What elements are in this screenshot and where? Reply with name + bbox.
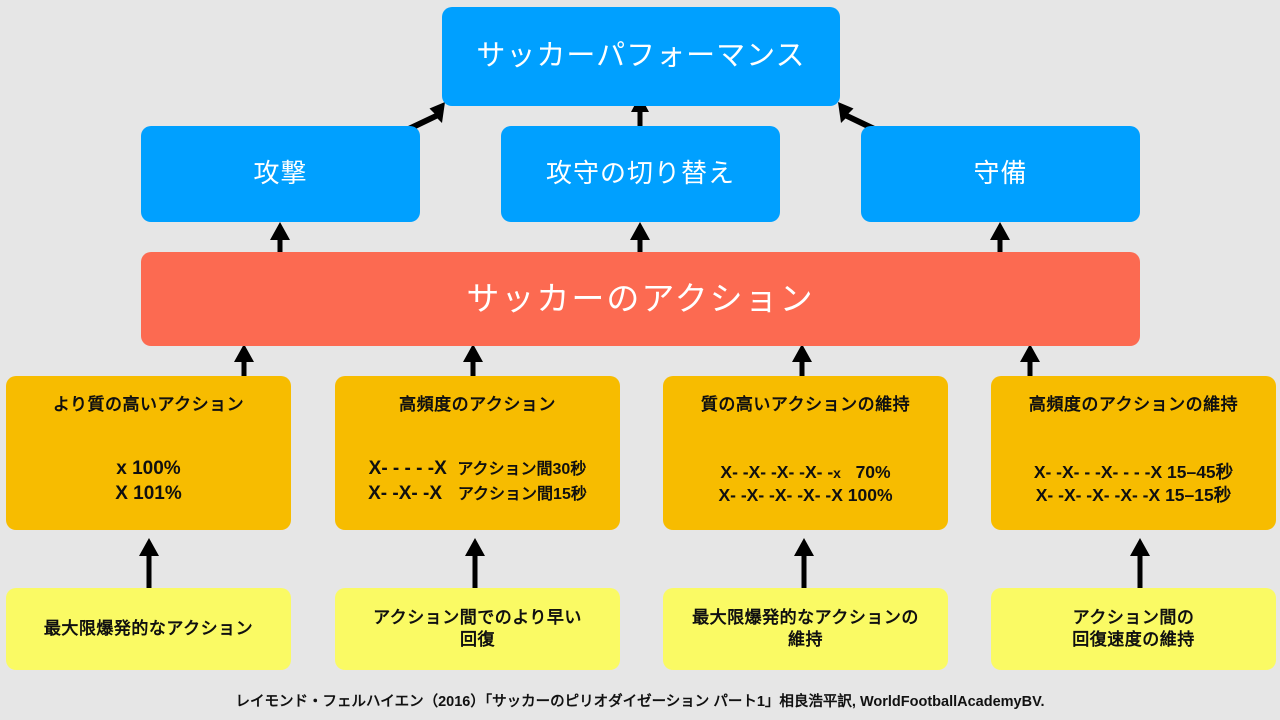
node-quality-3-lines: X- -X- -X- -X- -x 70% X- -X- -X- -X- -X … — [669, 461, 942, 506]
node-base-3-label: 最大限爆発的なアクションの維持 — [692, 608, 919, 649]
arrow-quality-3-to-action — [790, 344, 814, 376]
node-phase-attack[interactable]: 攻撃 — [141, 126, 420, 222]
arrow-action-to-phase-3 — [988, 222, 1012, 255]
arrow-base-3-to-quality-3 — [792, 538, 816, 588]
node-base-1-label: 最大限爆発的なアクション — [43, 619, 254, 639]
node-quality-3-line-2-pattern: X- -X- -X- -X- -X — [718, 484, 843, 505]
source-caption: レイモンド・フェルハイエン（2016）「サッカーのピリオダイゼーション パート1… — [235, 694, 1045, 710]
arrow-base-4-to-quality-4 — [1128, 538, 1152, 588]
node-quality-4-title: 高頻度のアクションの維持 — [1028, 395, 1239, 414]
node-quality-4-lines: X- -X- - -X- - - -X 15–45秒 X- -X- -X- -X… — [997, 461, 1270, 506]
node-phase-transition[interactable]: 攻守の切り替え — [501, 126, 780, 222]
node-phase-defense-label: 守備 — [973, 158, 1028, 189]
node-soccer-performance[interactable]: サッカーパフォーマンス — [442, 7, 840, 106]
node-phase-transition-label: 攻守の切り替え — [545, 158, 735, 189]
node-quality-2-line-1: X- - - - -X アクション間30秒 — [341, 457, 614, 481]
node-base-faster-recovery-between-actions[interactable]: アクション間でのより早い回復 — [335, 588, 620, 670]
node-quality-higher-quality-action[interactable]: より質の高いアクション x 100% X 101% — [6, 376, 291, 530]
node-quality-2-line-1-pattern: X- - - - -X — [368, 458, 447, 480]
arrow-quality-2-to-action — [461, 344, 485, 376]
arrow-action-to-phase-1 — [268, 222, 292, 255]
node-soccer-action[interactable]: サッカーのアクション — [141, 252, 1140, 346]
node-quality-4-line-1: X- -X- - -X- - - -X 15–45秒 — [997, 461, 1270, 483]
arrow-phase-3-to-top — [836, 100, 880, 132]
node-quality-2-line-2-note: アクション間15秒 — [457, 485, 587, 503]
node-quality-3-line-2: X- -X- -X- -X- -X 100% — [669, 484, 942, 506]
node-quality-high-frequency-action[interactable]: 高頻度のアクション X- - - - -X アクション間30秒 X- -X- -… — [335, 376, 620, 530]
arrow-base-1-to-quality-1 — [137, 538, 161, 588]
node-quality-4-line-1-note: 15–45秒 — [1167, 462, 1234, 483]
arrow-quality-4-to-action — [1018, 344, 1042, 376]
arrow-phase-2-to-top — [628, 95, 652, 127]
arrow-base-2-to-quality-2 — [463, 538, 487, 588]
node-base-maintain-maximal-explosive-action[interactable]: 最大限爆発的なアクションの維持 — [663, 588, 948, 670]
node-quality-maintain-high-quality-action[interactable]: 質の高いアクションの維持 X- -X- -X- -X- -x 70% X- -X… — [663, 376, 948, 530]
arrow-action-to-phase-2 — [628, 222, 652, 255]
node-quality-1-lines: x 100% X 101% — [12, 457, 285, 506]
node-quality-2-lines: X- - - - -X アクション間30秒 X- -X- -X アクション間15… — [341, 457, 614, 506]
node-quality-1-line-2: X 101% — [115, 482, 182, 504]
node-quality-1-title: より質の高いアクション — [52, 395, 245, 414]
node-quality-2-title: 高頻度のアクション — [399, 395, 556, 414]
node-quality-2-line-1-note: アクション間30秒 — [457, 461, 587, 479]
node-quality-2-line-2-pattern: X- -X- -X — [368, 482, 443, 504]
node-quality-4-line-2-note: 15–15秒 — [1165, 484, 1232, 505]
node-quality-2-line-2: X- -X- -X アクション間15秒 — [341, 482, 614, 506]
node-quality-4-line-2-pattern: X- -X- -X- -X- -X — [1035, 484, 1161, 505]
node-base-maximal-explosive-action[interactable]: 最大限爆発的なアクション — [6, 588, 291, 670]
node-phase-attack-label: 攻撃 — [253, 158, 308, 189]
node-quality-1-line-1: x 100% — [116, 458, 181, 480]
node-quality-maintain-high-frequency-action[interactable]: 高頻度のアクションの維持 X- -X- - -X- - - -X 15–45秒 … — [991, 376, 1276, 530]
node-base-2-label: アクション間でのより早い回復 — [373, 608, 582, 649]
node-soccer-action-label: サッカーのアクション — [466, 279, 815, 317]
node-quality-3-title: 質の高いアクションの維持 — [700, 395, 911, 414]
node-quality-4-line-2: X- -X- -X- -X- -X 15–15秒 — [997, 484, 1270, 506]
arrow-quality-1-to-action — [232, 344, 256, 376]
node-phase-defense[interactable]: 守備 — [861, 126, 1140, 222]
node-quality-4-line-1-pattern: X- -X- - -X- - - -X — [1033, 462, 1163, 483]
node-soccer-performance-label: サッカーパフォーマンス — [476, 39, 806, 72]
node-base-maintain-recovery-speed[interactable]: アクション間の回復速度の維持 — [991, 588, 1276, 670]
node-quality-3-line-1-note: 70% — [855, 462, 891, 483]
arrow-phase-1-to-top — [403, 100, 447, 132]
node-quality-3-line-1: X- -X- -X- -X- -x 70% — [669, 461, 942, 483]
node-base-4-label: アクション間の回復速度の維持 — [1072, 608, 1195, 649]
node-quality-3-line-1-pattern: X- -X- -X- -X- -x — [720, 462, 841, 483]
node-quality-3-line-2-note: 100% — [847, 484, 893, 505]
